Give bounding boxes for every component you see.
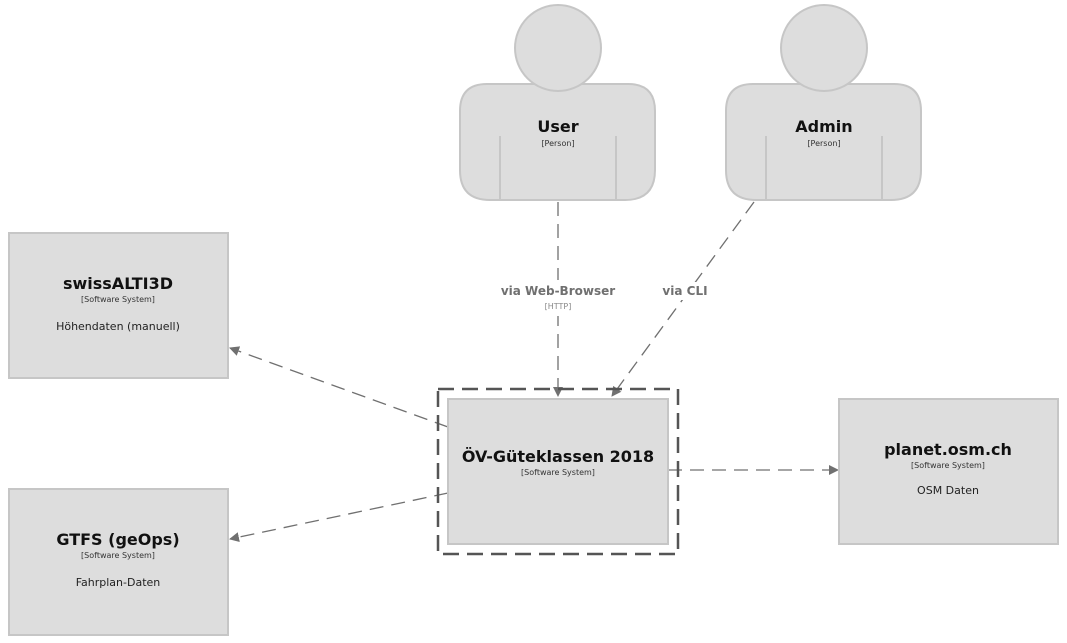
system-box <box>8 232 229 379</box>
label-background <box>660 282 710 300</box>
system-boundary <box>436 387 680 556</box>
system-tag: [Software System] <box>521 468 595 477</box>
relationship-ov-to-gtfs <box>229 492 449 543</box>
person-admin[interactable]: Admin [Person] <box>725 4 922 201</box>
system-description: Höhendaten (manuell) <box>56 320 180 333</box>
relationship-line <box>229 346 449 428</box>
person-head <box>780 4 868 92</box>
system-planet-osm[interactable]: planet.osm.ch [Software System] OSM Date… <box>838 398 1059 545</box>
system-description: Fahrplan-Daten <box>76 576 161 589</box>
system-box <box>8 488 229 636</box>
relationship-label-web-browser: via Web-Browser <box>501 284 615 298</box>
relationship-tag-http: [HTTP] <box>545 302 572 311</box>
system-box <box>838 398 1059 545</box>
system-name: swissALTI3D <box>63 274 173 293</box>
person-tag: [Person] <box>807 139 840 148</box>
relationship-line <box>229 492 449 543</box>
system-swissalti3d[interactable]: swissALTI3D [Software System] Höhendaten… <box>8 232 229 379</box>
person-name: User <box>537 117 578 136</box>
person-head <box>514 4 602 92</box>
label-background <box>500 280 616 316</box>
person-body <box>725 83 922 201</box>
person-name: Admin <box>795 117 852 136</box>
system-name: GTFS (geOps) <box>56 530 179 549</box>
person-body <box>459 83 656 201</box>
system-gtfs[interactable]: GTFS (geOps) [Software System] Fahrplan-… <box>8 488 229 636</box>
system-name: ÖV-Güteklassen 2018 <box>462 447 654 466</box>
system-tag: [Software System] <box>81 295 155 304</box>
relationship-label-cli: via CLI <box>662 284 707 298</box>
system-ov-gueteklassen[interactable]: ÖV-Güteklassen 2018 [Software System] <box>447 398 669 545</box>
system-name: planet.osm.ch <box>884 440 1012 459</box>
person-user[interactable]: User [Person] <box>459 4 656 201</box>
system-tag: [Software System] <box>81 551 155 560</box>
relationship-ov-to-swissalti <box>229 346 449 428</box>
system-tag: [Software System] <box>911 461 985 470</box>
system-description: OSM Daten <box>917 484 979 497</box>
person-tag: [Person] <box>541 139 574 148</box>
system-box <box>447 398 669 545</box>
